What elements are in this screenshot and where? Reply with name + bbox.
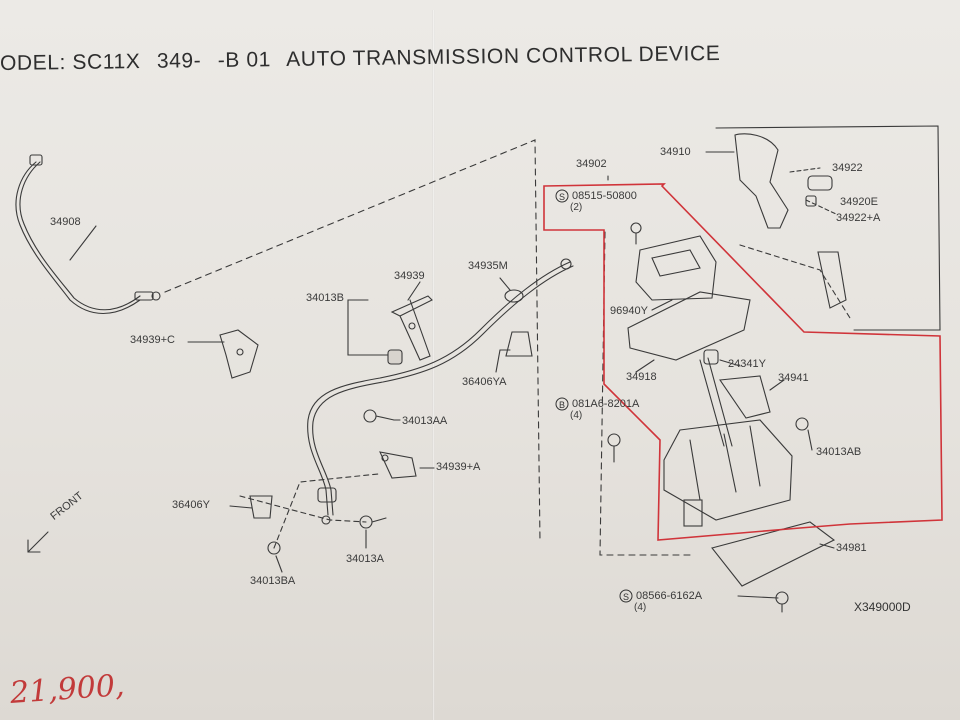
bolt-34013aa bbox=[363, 409, 395, 423]
part-label-34910: 34910 bbox=[660, 146, 691, 158]
shift-lever-assembly bbox=[627, 235, 793, 527]
part-qty-08515: (2) bbox=[570, 202, 583, 213]
bolt-081a6 bbox=[607, 433, 621, 447]
part-label-34013ab: 34013AB bbox=[816, 446, 862, 458]
figure-code: X349000D bbox=[854, 600, 911, 614]
part-label-34939: 34939 bbox=[394, 270, 425, 282]
cable-34935m bbox=[307, 258, 574, 525]
front-arrow-icon bbox=[27, 531, 49, 553]
screw-08515 bbox=[630, 222, 642, 234]
bottom-plate-34981 bbox=[711, 521, 836, 587]
part-label-34013aa: 34013AA bbox=[402, 415, 448, 427]
bracket-34939a bbox=[379, 451, 417, 479]
s-symbol-icon: S bbox=[559, 192, 565, 202]
bolt-34013a bbox=[359, 515, 387, 529]
part-label-34013ba: 34013BA bbox=[250, 575, 296, 587]
part-label-34922: 34922 bbox=[832, 162, 863, 174]
paper-fold bbox=[432, 10, 435, 720]
knob-assembly-box bbox=[715, 125, 941, 331]
part-label-34908: 34908 bbox=[50, 216, 81, 228]
part-qty-08566: (4) bbox=[634, 602, 647, 613]
bracket-34939 bbox=[387, 295, 433, 365]
clip-36406ya bbox=[505, 331, 533, 357]
part-label-34939c: 34939+C bbox=[130, 334, 175, 346]
part-label-24341y: 24341Y bbox=[728, 358, 766, 370]
clip-36406y bbox=[249, 495, 273, 519]
part-label-34939a: 34939+A bbox=[436, 461, 481, 473]
highlight-outline bbox=[543, 183, 943, 541]
part-label-08515: 08515-50800 bbox=[572, 190, 637, 202]
part-label-08566: 08566-6162A bbox=[636, 590, 703, 602]
part-label-081a6: 081A6-8201A bbox=[572, 398, 640, 410]
part-label-34941: 34941 bbox=[778, 372, 809, 384]
part-label-36406ya: 36406YA bbox=[462, 376, 507, 388]
bracket-34939c bbox=[219, 329, 259, 379]
part-qty-081a6: (4) bbox=[570, 410, 583, 421]
part-label-96940y: 96940Y bbox=[610, 305, 648, 317]
part-label-34981: 34981 bbox=[836, 542, 867, 554]
part-label-34922a: 34922+A bbox=[836, 212, 881, 224]
bolt-34013ba bbox=[267, 541, 281, 555]
b-symbol-icon: B bbox=[559, 400, 565, 410]
part-label-34902: 34902 bbox=[576, 158, 607, 170]
part-label-34935m: 34935M bbox=[468, 260, 508, 272]
part-label-34013a: 34013A bbox=[346, 553, 384, 565]
part-label-36406y: 36406Y bbox=[172, 499, 210, 511]
part-label-34013b: 34013B bbox=[306, 292, 344, 304]
bolt-34013ab bbox=[795, 417, 809, 431]
part-label-34918: 34918 bbox=[626, 371, 657, 383]
part-label-34920e: 34920E bbox=[840, 196, 878, 208]
cable-34908 bbox=[15, 154, 161, 315]
s-symbol-icon: S bbox=[623, 592, 629, 602]
